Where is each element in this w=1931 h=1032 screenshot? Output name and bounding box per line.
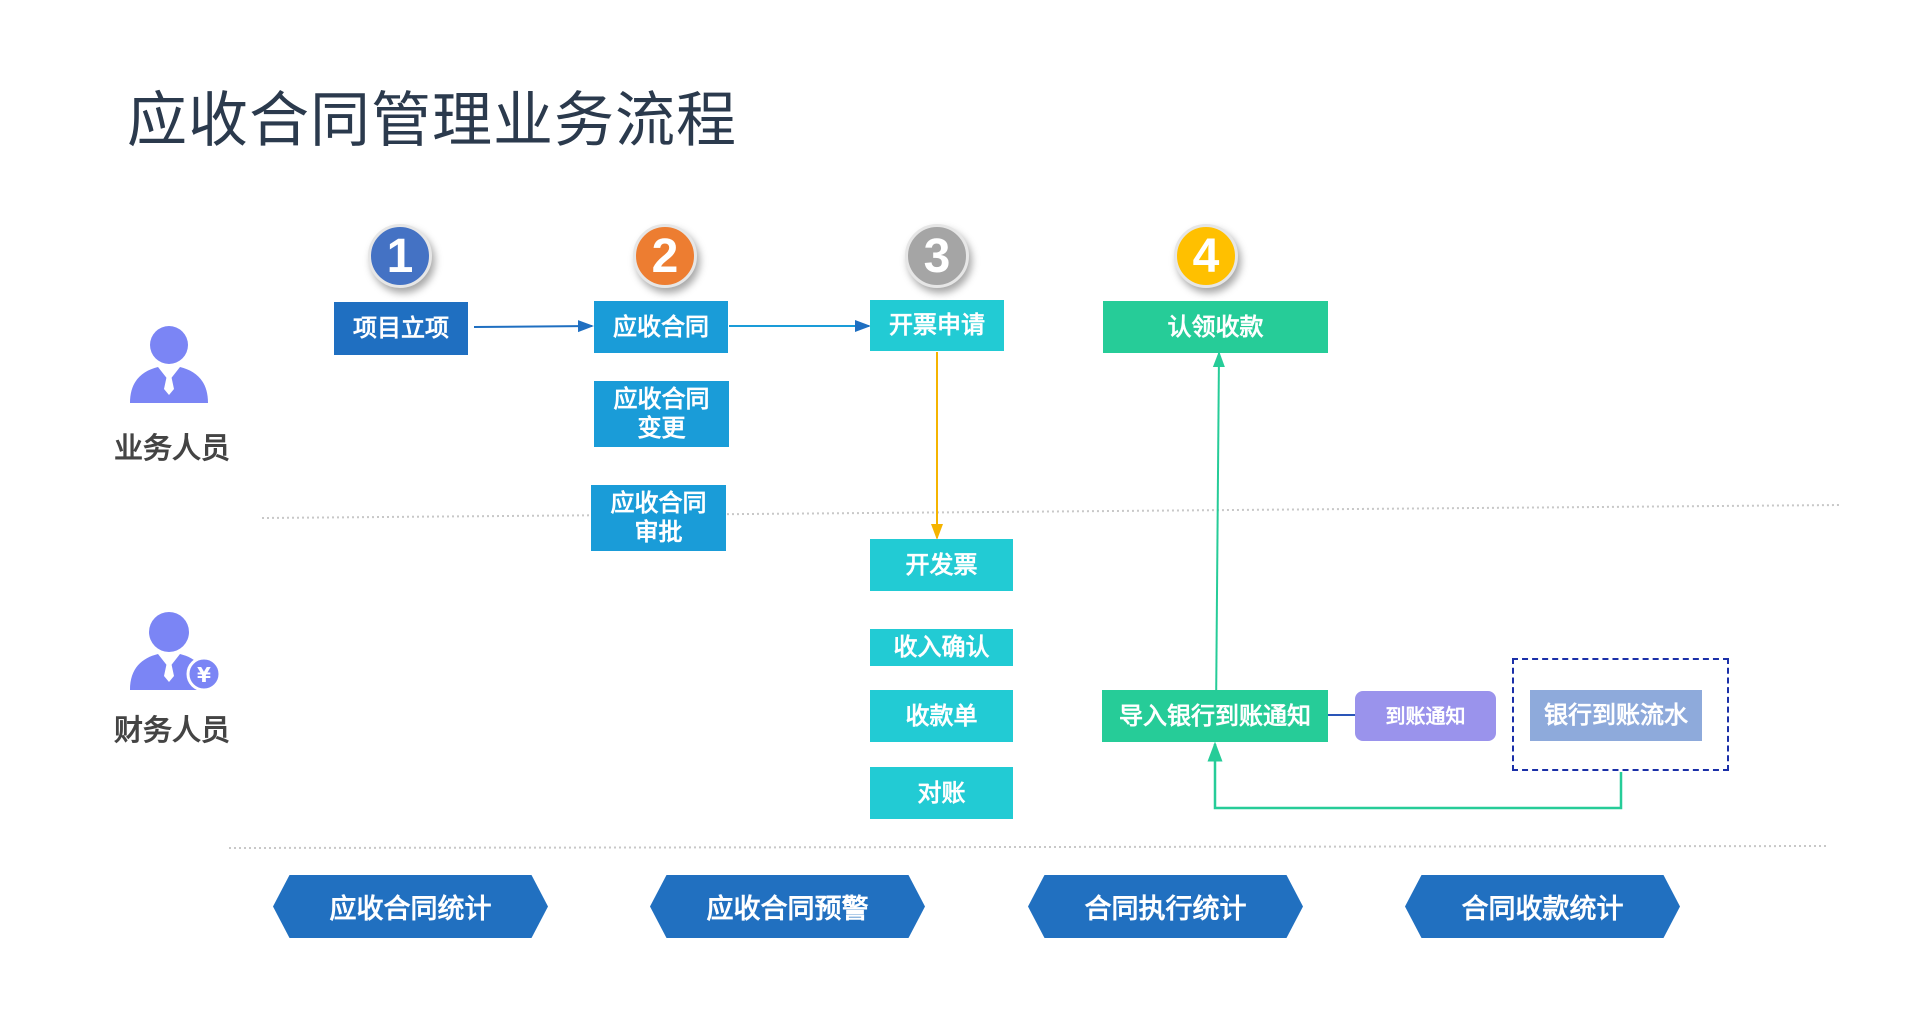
report-label: 应收合同统计 <box>329 894 492 925</box>
business-person-icon <box>128 325 210 407</box>
report-execution-stats[interactable]: 合同执行统计 <box>1028 875 1303 938</box>
node-issue-invoice[interactable]: 开发票 <box>870 539 1013 591</box>
role-label-finance: 财务人员 <box>114 713 231 747</box>
arrow-statement-to-import <box>1207 741 1623 810</box>
lane-divider-top <box>261 504 1841 519</box>
page-title: 应收合同管理业务流程 <box>127 86 737 156</box>
step-number: 3 <box>923 229 951 283</box>
node-reconcile[interactable]: 对账 <box>870 767 1013 819</box>
node-label: 项目立项 <box>353 314 449 342</box>
node-label: 收入确认 <box>893 633 990 661</box>
node-label: 开票申请 <box>889 311 985 339</box>
report-collection-stats[interactable]: 合同收款统计 <box>1405 875 1680 938</box>
bank-statement-group <box>1512 658 1729 771</box>
step-3-badge: 3 <box>905 224 969 288</box>
node-project-setup[interactable]: 项目立项 <box>334 302 468 355</box>
node-import-bank-notice[interactable]: 导入银行到账通知 <box>1102 690 1328 742</box>
node-arrival-notice[interactable]: 到账通知 <box>1355 691 1496 741</box>
node-receipt[interactable]: 收款单 <box>870 690 1013 742</box>
node-label-line2: 审批 <box>634 518 683 546</box>
node-label: 导入银行到账通知 <box>1119 701 1311 730</box>
step-number: 4 <box>1192 229 1220 283</box>
node-invoice-request[interactable]: 开票申请 <box>870 300 1004 351</box>
report-contract-warning[interactable]: 应收合同预警 <box>650 875 925 938</box>
node-label: 认领收款 <box>1167 312 1264 341</box>
finance-person-icon: ¥ <box>128 610 224 692</box>
node-label-line1: 应收合同 <box>613 385 710 413</box>
arrow-import-to-claim <box>1212 351 1225 715</box>
lane-divider-bottom <box>228 845 1829 849</box>
node-bank-statement[interactable]: 银行到账流水 <box>1530 690 1702 741</box>
step-number: 1 <box>386 229 414 283</box>
node-revenue-confirm[interactable]: 收入确认 <box>870 629 1013 666</box>
node-claim-payment[interactable]: 认领收款 <box>1103 301 1328 353</box>
node-label: 对账 <box>917 778 966 807</box>
step-1-badge: 1 <box>368 224 432 288</box>
node-receivable-contract[interactable]: 应收合同 <box>594 301 728 353</box>
node-contract-change[interactable]: 应收合同 变更 <box>594 381 729 447</box>
report-label: 合同收款统计 <box>1461 894 1624 925</box>
node-label: 银行到账流水 <box>1544 701 1688 729</box>
node-contract-approval[interactable]: 应收合同 审批 <box>591 485 726 551</box>
arrow-project-to-contract <box>473 320 594 333</box>
report-label: 合同执行统计 <box>1084 894 1247 925</box>
node-label: 收款单 <box>905 701 978 730</box>
report-contract-stats[interactable]: 应收合同统计 <box>273 875 548 938</box>
node-label: 开发票 <box>905 550 978 579</box>
step-4-badge: 4 <box>1174 224 1238 288</box>
node-label: 到账通知 <box>1385 703 1466 728</box>
step-2-badge: 2 <box>633 224 697 288</box>
step-number: 2 <box>651 229 679 283</box>
node-label: 应收合同 <box>613 312 709 341</box>
report-label: 应收合同预警 <box>706 894 869 925</box>
role-label-business: 业务人员 <box>114 431 231 465</box>
node-label-line1: 应收合同 <box>610 489 707 517</box>
node-label-line2: 变更 <box>637 414 686 442</box>
yuan-icon: ¥ <box>197 663 211 687</box>
